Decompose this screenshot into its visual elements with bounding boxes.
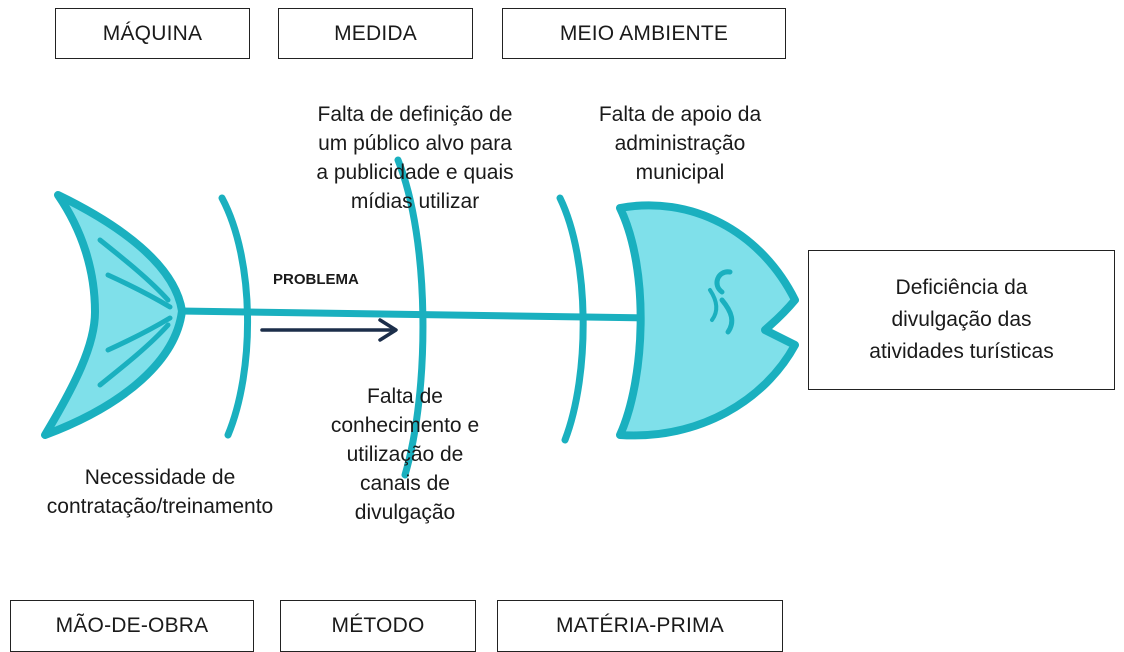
cause-mao-de-obra: Necessidade de contratação/treinamento bbox=[10, 463, 310, 521]
effect-box: Deficiência da divulgação das atividades… bbox=[808, 250, 1115, 390]
category-medida: MEDIDA bbox=[278, 8, 473, 59]
cause-medida: Falta de definição de um público alvo pa… bbox=[270, 100, 560, 216]
cause-line: a publicidade e quais bbox=[316, 161, 514, 184]
category-mao-de-obra: MÃO-DE-OBRA bbox=[10, 600, 254, 652]
cause-line: mídias utilizar bbox=[350, 190, 480, 213]
rib-3 bbox=[556, 194, 587, 444]
spine-line bbox=[176, 307, 654, 322]
category-label: MÉTODO bbox=[331, 614, 425, 637]
problem-arrow bbox=[260, 318, 398, 342]
category-label: MÃO-DE-OBRA bbox=[55, 614, 209, 637]
cause-line: Falta de bbox=[367, 385, 443, 408]
cause-line: Falta de apoio da bbox=[598, 103, 762, 126]
cause-metodo: Falta de conhecimento e utilização de ca… bbox=[305, 382, 505, 527]
cause-line: administração bbox=[614, 132, 746, 155]
problem-label: PROBLEMA bbox=[273, 271, 359, 288]
rib-1 bbox=[218, 194, 251, 439]
cause-line: contratação/treinamento bbox=[46, 495, 274, 518]
cause-line: municipal bbox=[635, 161, 725, 184]
cause-line: conhecimento e bbox=[330, 414, 480, 437]
category-maquina: MÁQUINA bbox=[55, 8, 250, 59]
fish-head bbox=[616, 201, 799, 440]
category-materia-prima: MATÉRIA-PRIMA bbox=[497, 600, 783, 652]
cause-line: um público alvo para bbox=[318, 132, 512, 155]
effect-line: Deficiência da bbox=[895, 276, 1028, 299]
cause-meio-ambiente: Falta de apoio da administração municipa… bbox=[560, 100, 800, 187]
category-label: MEIO AMBIENTE bbox=[559, 21, 729, 45]
category-metodo: MÉTODO bbox=[280, 600, 476, 652]
category-meio-ambiente: MEIO AMBIENTE bbox=[502, 8, 786, 59]
rib-2 bbox=[394, 156, 427, 479]
cause-line: Necessidade de bbox=[84, 466, 236, 489]
category-label: MÁQUINA bbox=[102, 21, 203, 45]
effect-line: atividades turísticas bbox=[869, 340, 1054, 363]
cause-line: Falta de definição de bbox=[317, 103, 513, 126]
effect-line: divulgação das bbox=[891, 308, 1032, 331]
category-label: MEDIDA bbox=[334, 21, 417, 45]
cause-line: canais de bbox=[360, 472, 450, 495]
cause-line: divulgação bbox=[354, 501, 456, 524]
fish-tail bbox=[41, 191, 186, 439]
category-label: MATÉRIA-PRIMA bbox=[556, 614, 724, 637]
cause-line: utilização de bbox=[346, 443, 464, 466]
